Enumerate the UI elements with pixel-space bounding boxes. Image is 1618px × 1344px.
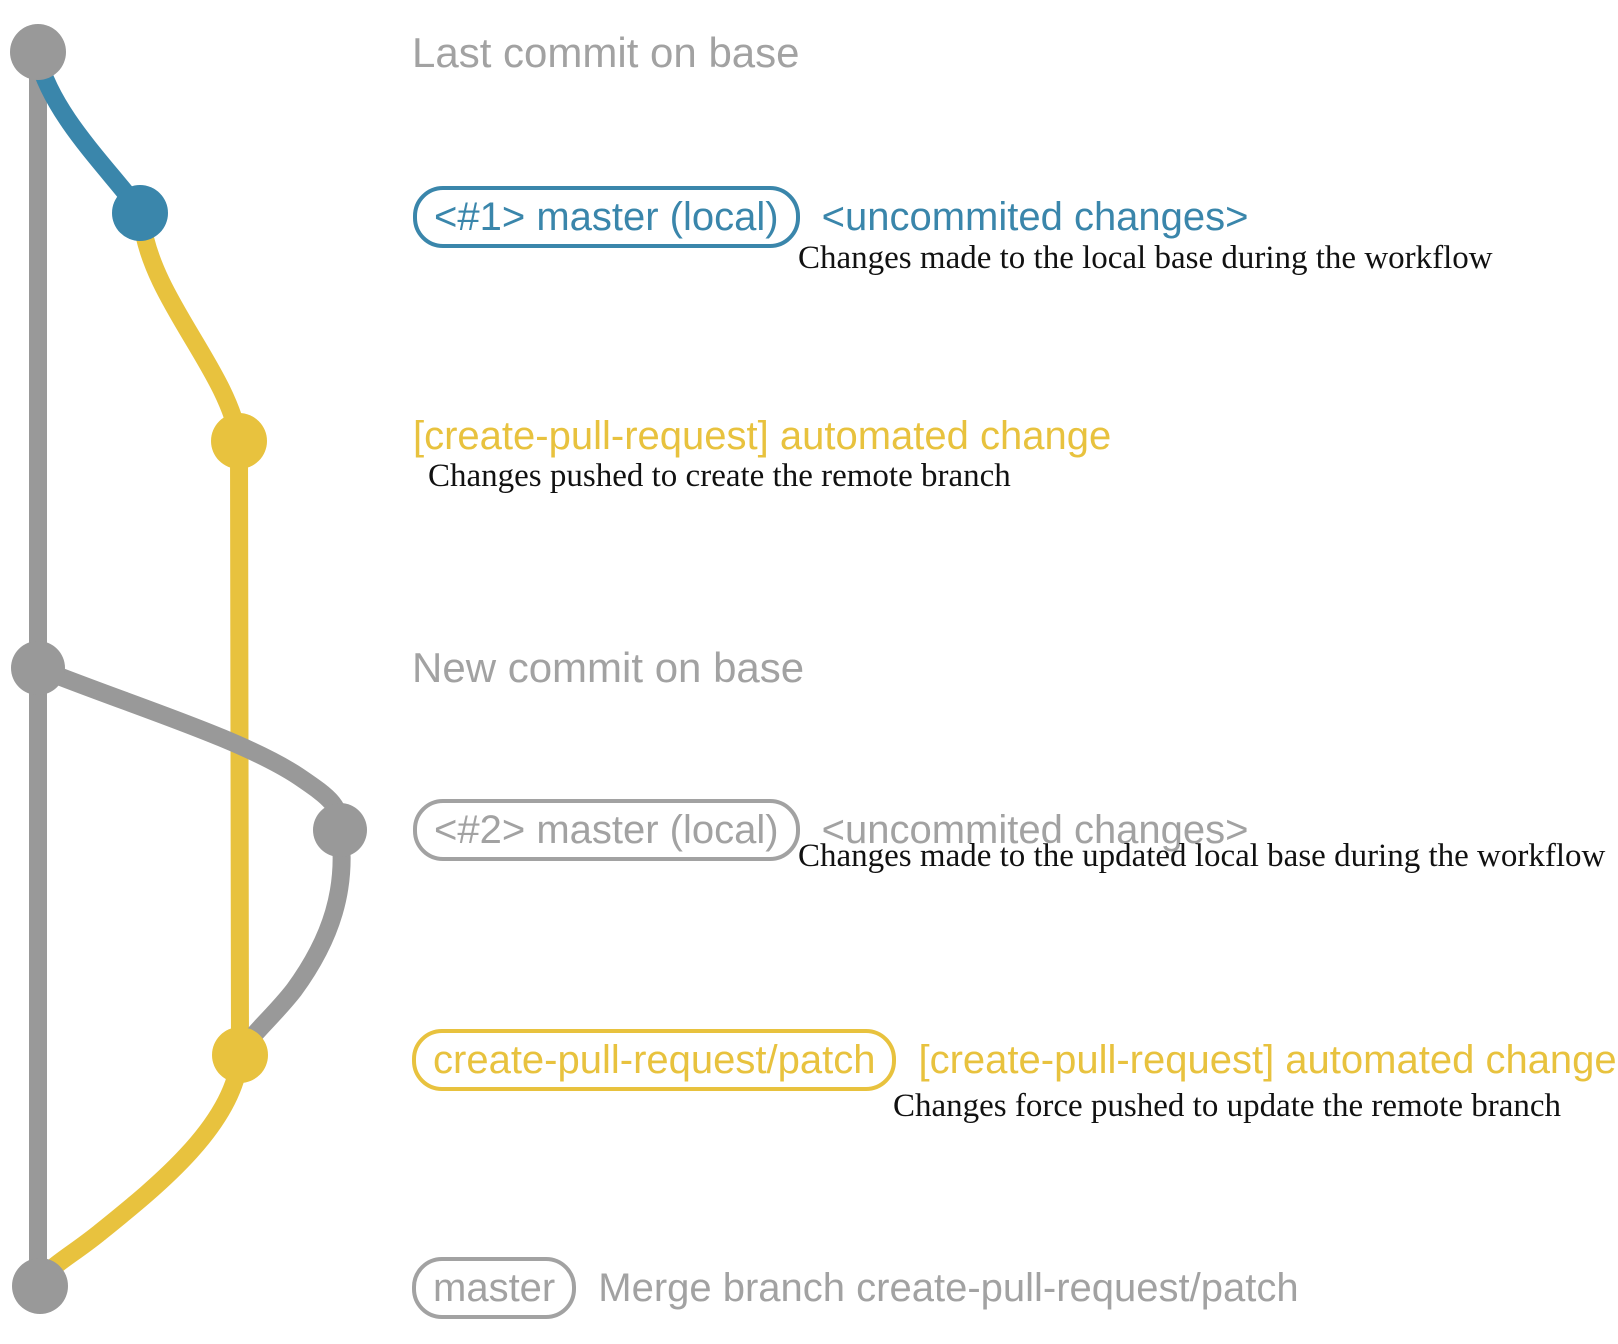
branch-badge-master-local-1: <#1> master (local) (413, 186, 800, 248)
commit-dot-patch-2 (212, 1027, 268, 1083)
annotation-row-patch-2: create-pull-request/patch [create-pull-r… (412, 1025, 1617, 1095)
commit-dot-new-base (11, 641, 65, 695)
commit-dot-local-1 (112, 185, 168, 241)
uncommitted-changes-label-1: <uncommited changes> (821, 194, 1249, 239)
merge-curve (31, 1046, 249, 1293)
local-branch-curve (29, 49, 142, 211)
annotation-row-local-2: <#2> master (local) <uncommited changes> (413, 795, 1249, 865)
commit-dot-merge (12, 1258, 68, 1314)
heading-new-commit: New commit on base (412, 644, 805, 691)
annotation-row-local-1: <#1> master (local) <uncommited changes> (413, 182, 1249, 252)
automated-change-label-2: [create-pull-request] automated change (918, 1037, 1617, 1082)
caption-local-1: Changes made to the local base during th… (798, 240, 1493, 276)
base-update-curve (29, 659, 351, 1062)
annotation-row-merge: master Merge branch create-pull-request/… (412, 1253, 1299, 1323)
commit-dot-last-base (10, 24, 66, 80)
caption-patch-1: Changes pushed to create the remote bran… (428, 458, 1011, 494)
uncommitted-changes-label-2: <uncommited changes> (821, 807, 1249, 852)
caption-local-2: Changes made to the updated local base d… (798, 838, 1606, 874)
branch-badge-master-local-2: <#2> master (local) (413, 799, 800, 861)
branch-badge-patch: create-pull-request/patch (412, 1029, 897, 1091)
merge-message-label: Merge branch create-pull-request/patch (598, 1265, 1299, 1310)
automated-change-label-1: [create-pull-request] automated change (413, 413, 1112, 458)
branch-badge-master: master (412, 1257, 577, 1319)
annotation-row-patch-1: [create-pull-request] automated change (413, 401, 1111, 471)
commit-dot-patch-1 (211, 413, 267, 469)
caption-patch-2: Changes force pushed to update the remot… (893, 1088, 1562, 1124)
heading-last-commit: Last commit on base (412, 29, 800, 76)
commit-dot-local-2 (313, 803, 367, 857)
patch-branch-curve (133, 213, 248, 450)
